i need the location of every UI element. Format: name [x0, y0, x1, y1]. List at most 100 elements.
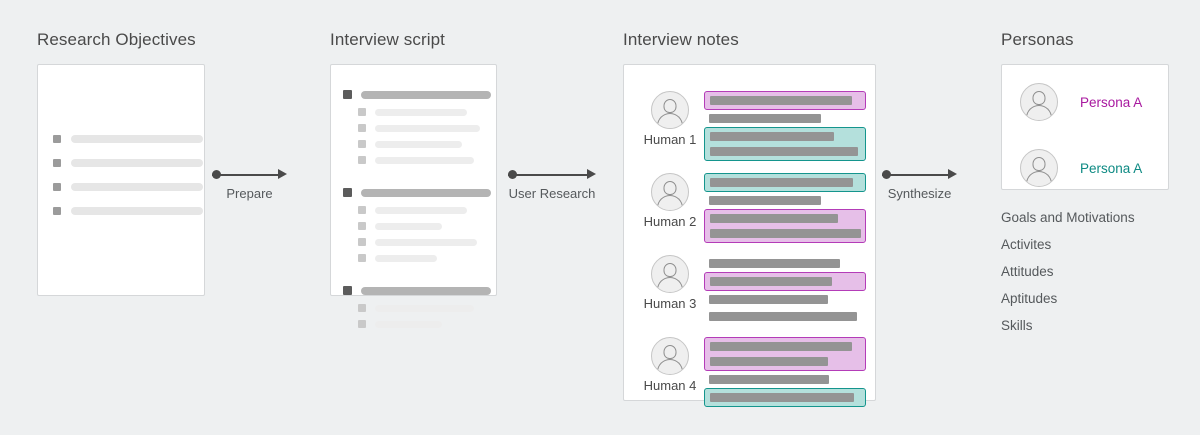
note-line — [709, 196, 821, 205]
connector-label-prepare: Prepare — [226, 186, 273, 201]
person-avatar-icon — [651, 255, 689, 293]
persona-label: Persona A — [1080, 94, 1143, 110]
objective-bullet-icon — [53, 159, 61, 167]
objective-row — [53, 183, 203, 191]
script-sub-bar — [375, 320, 442, 328]
connector-label-user-research: User Research — [508, 186, 596, 201]
person-avatar-icon — [651, 337, 689, 375]
avatar-body — [1026, 171, 1052, 186]
avatar-head — [1032, 157, 1046, 171]
avatar-head — [1032, 91, 1046, 105]
avatar-head — [663, 263, 677, 277]
note-line — [709, 312, 857, 321]
human-avatar-wrap: Human 1 — [641, 91, 699, 147]
note-line — [709, 114, 821, 123]
note-line — [710, 357, 828, 366]
objective-bar — [71, 159, 203, 167]
connector-label-synthesize: Synthesize — [887, 186, 952, 201]
persona-attribute-item: Goals and Motivations — [1001, 210, 1135, 225]
avatar-head — [663, 345, 677, 359]
script-sub-bar — [375, 222, 442, 230]
script-section-bullet-icon — [343, 90, 352, 99]
connector-line — [882, 174, 948, 176]
objective-bar — [71, 183, 203, 191]
script-sub-item — [358, 304, 474, 312]
script-sub-bullet-icon — [358, 108, 366, 116]
script-section-bar — [361, 286, 491, 295]
human-avatar-wrap: Human 2 — [641, 173, 699, 229]
script-sub-bar — [375, 156, 474, 164]
connector-line — [508, 174, 587, 176]
objective-bar — [71, 135, 203, 143]
objective-row — [53, 159, 203, 167]
stage-title-research-objectives: Research Objectives — [37, 30, 196, 49]
note-line — [710, 229, 861, 238]
note-line — [710, 277, 832, 286]
script-sub-bar — [375, 238, 477, 246]
script-sub-bullet-icon — [358, 206, 366, 214]
script-sub-item — [358, 222, 442, 230]
stage-title-interview-notes: Interview notes — [623, 30, 739, 49]
human-notes-column — [704, 91, 866, 161]
human-avatar-wrap: Human 3 — [641, 255, 699, 311]
note-group-plain — [704, 308, 866, 325]
objective-bar — [71, 207, 203, 215]
person-avatar-icon — [651, 173, 689, 211]
human-notes-column — [704, 255, 866, 325]
script-sub-bar — [375, 140, 462, 148]
note-line — [709, 259, 840, 268]
research-objectives-card — [37, 64, 205, 296]
script-sub-bar — [375, 124, 480, 132]
note-group-plain — [704, 291, 866, 308]
human-name: Human 3 — [643, 296, 697, 311]
script-section-header — [343, 286, 491, 295]
objective-bullet-icon — [53, 207, 61, 215]
human-name: Human 2 — [643, 214, 697, 229]
persona-row: Persona A — [1020, 149, 1142, 187]
persona-label: Persona A — [1080, 160, 1143, 176]
note-line — [710, 132, 834, 141]
script-sub-bullet-icon — [358, 238, 366, 246]
personas-card: Persona A Persona A — [1001, 64, 1169, 190]
note-group-plain — [704, 110, 866, 127]
objective-bullet-icon — [53, 183, 61, 191]
script-section-bar — [361, 188, 491, 197]
persona-row: Persona A — [1020, 83, 1142, 121]
avatar-head — [663, 181, 677, 195]
note-highlight-purple — [704, 272, 866, 291]
person-avatar-icon — [1020, 83, 1058, 121]
stage-personas: Personas Persona A Persona A Goals and Mo… — [1001, 30, 1169, 333]
script-sub-item — [358, 254, 437, 262]
script-sub-item — [358, 124, 480, 132]
script-section-bullet-icon — [343, 188, 352, 197]
script-sub-item — [358, 238, 477, 246]
persona-attribute-item: Activites — [1001, 237, 1052, 252]
stage-title-personas: Personas — [1001, 30, 1074, 49]
script-section-bullet-icon — [343, 286, 352, 295]
script-sub-bullet-icon — [358, 304, 366, 312]
connector-arrowhead-icon — [948, 169, 957, 179]
human-notes-column — [704, 173, 866, 243]
script-sub-bar — [375, 254, 437, 262]
script-sub-item — [358, 156, 474, 164]
script-section-header — [343, 188, 491, 197]
note-line — [710, 96, 852, 105]
script-sub-bullet-icon — [358, 320, 366, 328]
script-sub-bullet-icon — [358, 140, 366, 148]
avatar-body — [657, 359, 683, 374]
script-sub-item — [358, 140, 462, 148]
avatar-head — [663, 99, 677, 113]
note-line — [709, 375, 829, 384]
stage-interview-script: Interview script — [330, 30, 497, 328]
avatar-body — [657, 277, 683, 292]
note-highlight-teal — [704, 127, 866, 161]
connector-arrowhead-icon — [278, 169, 287, 179]
persona-attribute-item: Attitudes — [1001, 264, 1054, 279]
note-line — [710, 393, 854, 402]
note-line — [710, 178, 853, 187]
avatar-body — [657, 195, 683, 210]
note-highlight-purple — [704, 91, 866, 110]
